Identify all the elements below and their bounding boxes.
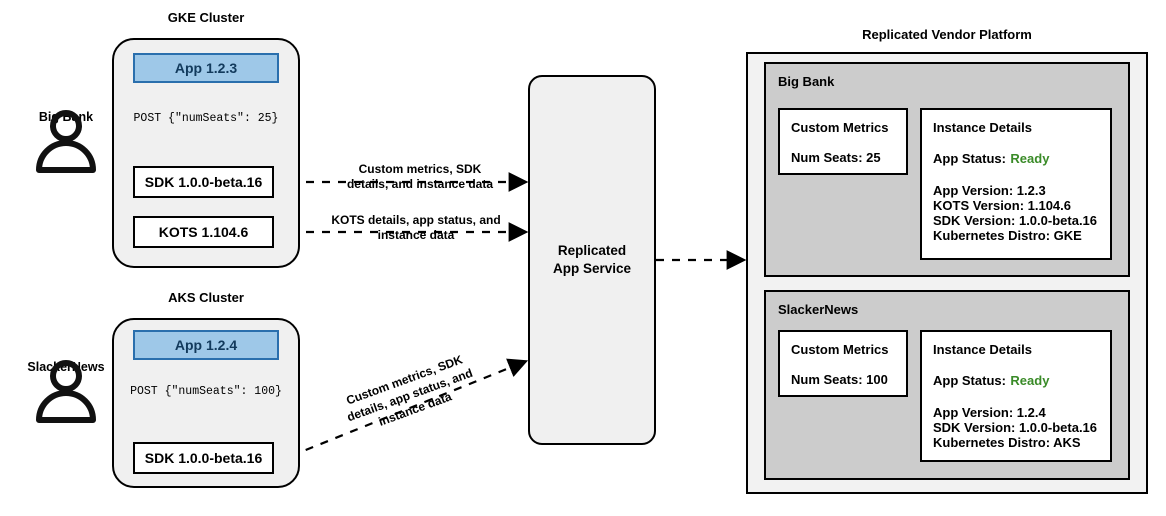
instance-rows: App Version: 1.2.4 SDK Version: 1.0.0-be… (933, 405, 1097, 450)
aks-post-label: POST {"numSeats": 100} (130, 385, 282, 398)
status-badge: App Status: Ready (933, 372, 1049, 390)
gke-post-label: POST {"numSeats": 25} (133, 112, 279, 125)
custom-metrics-heading: Custom Metrics (791, 342, 889, 357)
edge-label-line: Custom metrics, SDK (358, 162, 482, 176)
status-badge: App Status: Ready (933, 150, 1049, 168)
gke-kots-box[interactable]: KOTS 1.104.6 (133, 216, 274, 248)
instance-details-heading: Instance Details (933, 342, 1032, 357)
custom-metrics-row: Num Seats: 25 (791, 150, 881, 165)
instance-details-panel-big-bank: Instance Details App Status: Ready App V… (920, 108, 1112, 260)
instance-row: SDK Version: 1.0.0-beta.16 (933, 420, 1098, 435)
status-label: App Status: (933, 151, 1006, 166)
status-value: Ready (1010, 151, 1050, 166)
service-title-line2: App Service (552, 261, 632, 276)
status-label: App Status: (933, 373, 1006, 388)
edge-label-line: instance data (377, 228, 455, 242)
aks-cluster-title: AKS Cluster (168, 290, 244, 305)
actor-big-bank: Big Bank (22, 108, 110, 198)
person-icon (36, 360, 96, 423)
edge-label-line: details, and instance data (346, 177, 494, 191)
instance-row: Kubernetes Distro: GKE (933, 228, 1082, 243)
edge-label-gke-kots: KOTS details, app status, and instance d… (316, 213, 516, 243)
gke-sdk-box[interactable]: SDK 1.0.0-beta.16 (133, 166, 274, 198)
instance-rows: App Version: 1.2.3 KOTS Version: 1.104.6… (933, 183, 1097, 243)
custom-metrics-panel-big-bank: Custom Metrics Num Seats: 25 (778, 108, 908, 175)
service-title-line1: Replicated (557, 242, 627, 258)
platform-title: Replicated Vendor Platform (862, 27, 1032, 42)
aks-sdk-box[interactable]: SDK 1.0.0-beta.16 (133, 442, 274, 474)
replicated-app-service-box[interactable]: Replicated App Service (528, 75, 656, 445)
gke-app-box[interactable]: App 1.2.3 (133, 53, 279, 83)
custom-metrics-panel-slackernews: Custom Metrics Num Seats: 100 (778, 330, 908, 397)
custom-metrics-heading: Custom Metrics (791, 120, 889, 135)
aks-app-box[interactable]: App 1.2.4 (133, 330, 279, 360)
person-icon (36, 110, 96, 173)
gke-cluster-title: GKE Cluster (167, 10, 245, 25)
instance-row: Kubernetes Distro: AKS (933, 435, 1081, 450)
actor-label-slackernews: SlackerNews (27, 360, 105, 374)
edge-label-gke-sdk: Custom metrics, SDK details, and instanc… (330, 162, 510, 192)
instance-row: KOTS Version: 1.104.6 (933, 198, 1072, 213)
tenant-name-big-bank: Big Bank (778, 74, 835, 89)
instance-row: App Version: 1.2.4 (933, 405, 1046, 420)
tenant-name-slackernews: SlackerNews (778, 302, 859, 317)
instance-row: SDK Version: 1.0.0-beta.16 (933, 213, 1098, 228)
status-value: Ready (1010, 373, 1050, 388)
edge-label-line: KOTS details, app status, and (331, 213, 501, 227)
instance-row: App Version: 1.2.3 (933, 183, 1046, 198)
custom-metrics-row: Num Seats: 100 (791, 372, 888, 387)
actor-slackernews: SlackerNews (10, 358, 122, 448)
instance-details-heading: Instance Details (933, 120, 1032, 135)
edge-aks-sdk-to-service (275, 358, 529, 464)
instance-details-panel-slackernews: Instance Details App Status: Ready App V… (920, 330, 1112, 462)
